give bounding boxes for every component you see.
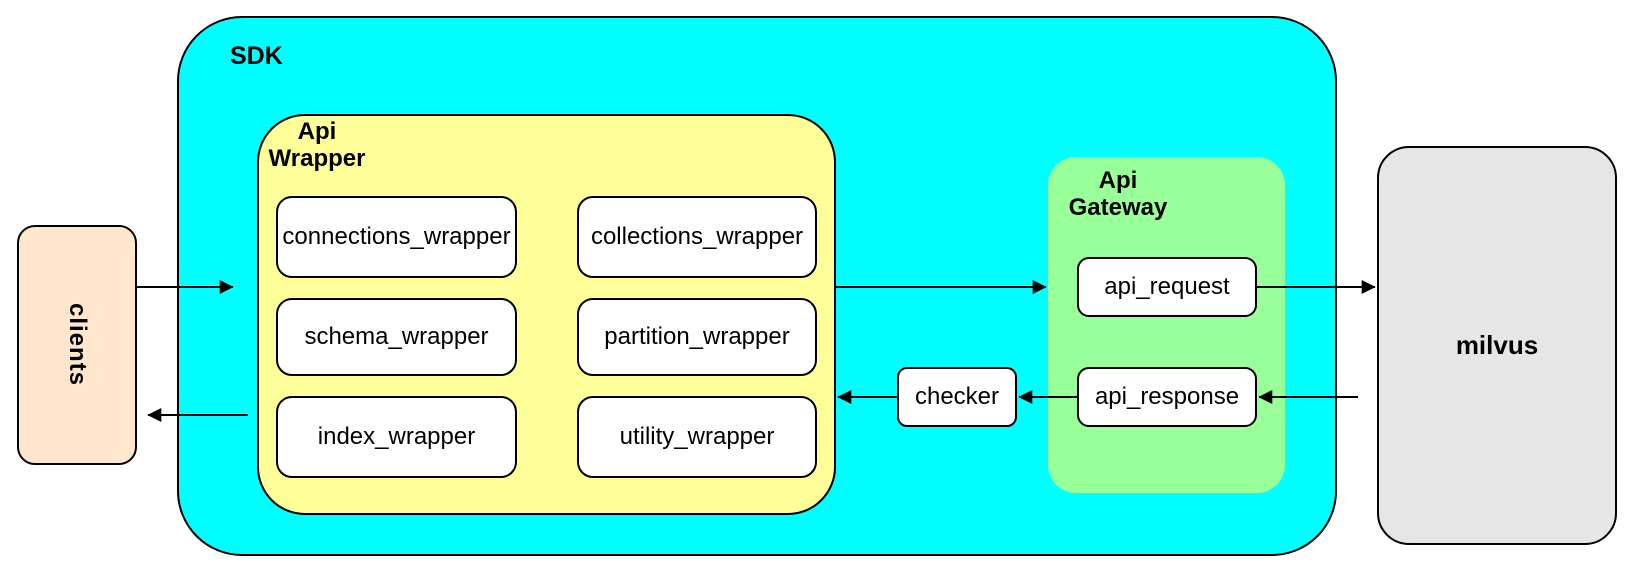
clients-label: clients	[64, 303, 91, 387]
milvus-label: milvus	[1455, 330, 1539, 360]
api-wrapper-label-line2: Wrapper	[268, 145, 366, 172]
api-request-node: api_request	[1077, 257, 1257, 317]
api-wrapper-label: Api Wrapper	[260, 118, 374, 172]
api-gateway-container	[1048, 157, 1285, 493]
api-wrapper-grid: connections_wrapper collections_wrapper …	[276, 196, 817, 478]
utility-wrapper-node: utility_wrapper	[577, 396, 817, 478]
clients-node: clients	[17, 225, 137, 465]
partition-wrapper-node: partition_wrapper	[577, 298, 817, 376]
api-response-node: api_response	[1077, 367, 1257, 427]
api-gateway-label-line1: Api	[1098, 167, 1138, 194]
sdk-label: SDK	[230, 42, 283, 70]
collections-wrapper-node: collections_wrapper	[577, 196, 817, 278]
connections-wrapper-node: connections_wrapper	[276, 196, 517, 278]
api-wrapper-label-line1: Api	[297, 118, 337, 145]
index-wrapper-node: index_wrapper	[276, 396, 517, 478]
api-gateway-label: Api Gateway	[1058, 167, 1178, 221]
checker-node: checker	[897, 367, 1017, 427]
milvus-node: milvus	[1377, 146, 1617, 545]
api-gateway-label-line2: Gateway	[1068, 194, 1168, 221]
schema-wrapper-node: schema_wrapper	[276, 298, 517, 376]
